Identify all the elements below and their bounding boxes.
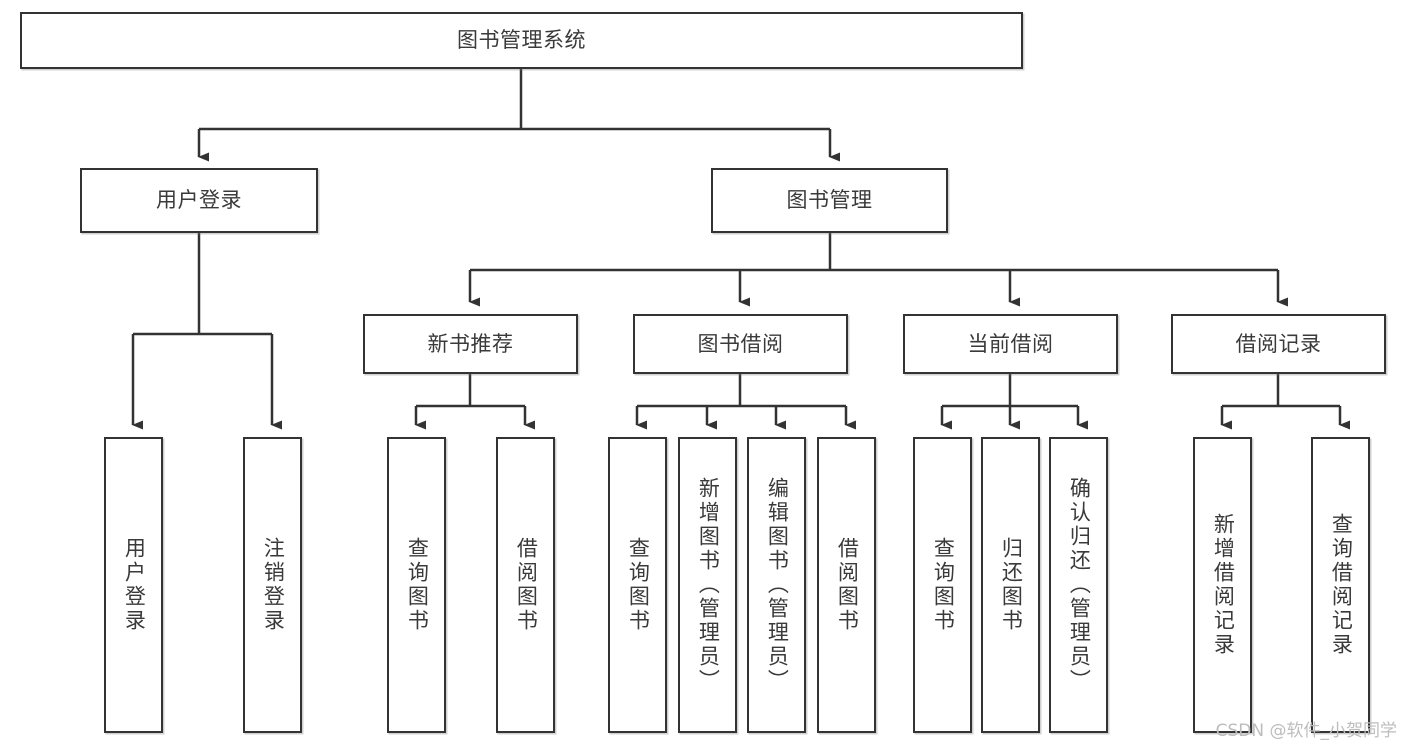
- node-root[interactable]: 图书管理系统: [20, 12, 1023, 69]
- node-leaf-add-book-label: 新增图书（管理员）: [696, 477, 721, 693]
- node-book-manage-label: 图书管理: [786, 188, 873, 212]
- node-leaf-borrow-book-2-label: 借阅图书: [835, 537, 860, 633]
- node-leaf-query-book-2-label: 查询图书: [626, 537, 651, 633]
- leaf-text-wrap: 查询图书: [610, 439, 665, 731]
- node-leaf-user-login[interactable]: 用户登录: [104, 437, 163, 733]
- leaf-text-wrap: 归还图书: [983, 439, 1038, 731]
- watermark-text: CSDN @软件_小贺同学: [1215, 721, 1397, 741]
- node-leaf-edit-book[interactable]: 编辑图书（管理员）: [747, 437, 806, 733]
- node-book-borrow-label: 图书借阅: [697, 331, 784, 356]
- node-book-borrow[interactable]: 图书借阅: [633, 314, 848, 374]
- leaf-text-wrap: 确认归还（管理员）: [1051, 439, 1106, 731]
- node-book-manage[interactable]: 图书管理: [711, 168, 948, 233]
- node-user-login[interactable]: 用户登录: [80, 168, 318, 233]
- node-current-borrow[interactable]: 当前借阅: [903, 314, 1118, 374]
- leaf-text-wrap: 查询图书: [915, 439, 970, 731]
- leaf-text-wrap: 编辑图书（管理员）: [749, 439, 804, 731]
- node-new-book-recommend[interactable]: 新书推荐: [363, 314, 578, 374]
- node-leaf-return-book[interactable]: 归还图书: [981, 437, 1040, 733]
- node-leaf-query-record-label: 查询借阅记录: [1329, 513, 1354, 657]
- node-current-borrow-label: 当前借阅: [967, 331, 1054, 356]
- node-root-label: 图书管理系统: [457, 28, 586, 52]
- node-leaf-query-record[interactable]: 查询借阅记录: [1311, 437, 1370, 733]
- leaf-text-wrap: 查询图书: [389, 439, 444, 731]
- node-leaf-logout-login[interactable]: 注销登录: [243, 437, 302, 733]
- leaf-text-wrap: 新增图书（管理员）: [680, 439, 735, 731]
- node-user-login-label: 用户登录: [156, 188, 242, 212]
- node-leaf-add-record-label: 新增借阅记录: [1211, 513, 1236, 657]
- node-leaf-query-book-2[interactable]: 查询图书: [608, 437, 667, 733]
- node-leaf-query-book-1[interactable]: 查询图书: [387, 437, 446, 733]
- leaf-text-wrap: 查询借阅记录: [1313, 439, 1368, 731]
- node-leaf-add-record[interactable]: 新增借阅记录: [1193, 437, 1252, 733]
- node-borrow-record-label: 借阅记录: [1235, 331, 1322, 356]
- node-leaf-confirm-return[interactable]: 确认归还（管理员）: [1049, 437, 1108, 733]
- node-leaf-return-book-label: 归还图书: [999, 537, 1024, 633]
- leaf-text-wrap: 新增借阅记录: [1195, 439, 1250, 731]
- node-leaf-edit-book-label: 编辑图书（管理员）: [765, 477, 790, 693]
- leaf-text-wrap: 注销登录: [245, 439, 300, 731]
- node-leaf-borrow-book-2[interactable]: 借阅图书: [817, 437, 876, 733]
- node-leaf-logout-login-label: 注销登录: [261, 537, 286, 633]
- leaf-text-wrap: 借阅图书: [498, 439, 553, 731]
- leaf-text-wrap: 借阅图书: [819, 439, 874, 731]
- node-borrow-record[interactable]: 借阅记录: [1171, 314, 1386, 374]
- node-leaf-confirm-return-label: 确认归还（管理员）: [1067, 477, 1092, 693]
- node-leaf-query-book-3-label: 查询图书: [931, 537, 956, 633]
- node-leaf-query-book-1-label: 查询图书: [405, 537, 430, 633]
- node-leaf-borrow-book-1-label: 借阅图书: [514, 537, 539, 633]
- leaf-text-wrap: 用户登录: [106, 439, 161, 731]
- node-leaf-add-book[interactable]: 新增图书（管理员）: [678, 437, 737, 733]
- node-leaf-user-login-label: 用户登录: [122, 537, 147, 633]
- node-new-book-recommend-label: 新书推荐: [427, 331, 514, 356]
- node-leaf-query-book-3[interactable]: 查询图书: [913, 437, 972, 733]
- node-leaf-borrow-book-1[interactable]: 借阅图书: [496, 437, 555, 733]
